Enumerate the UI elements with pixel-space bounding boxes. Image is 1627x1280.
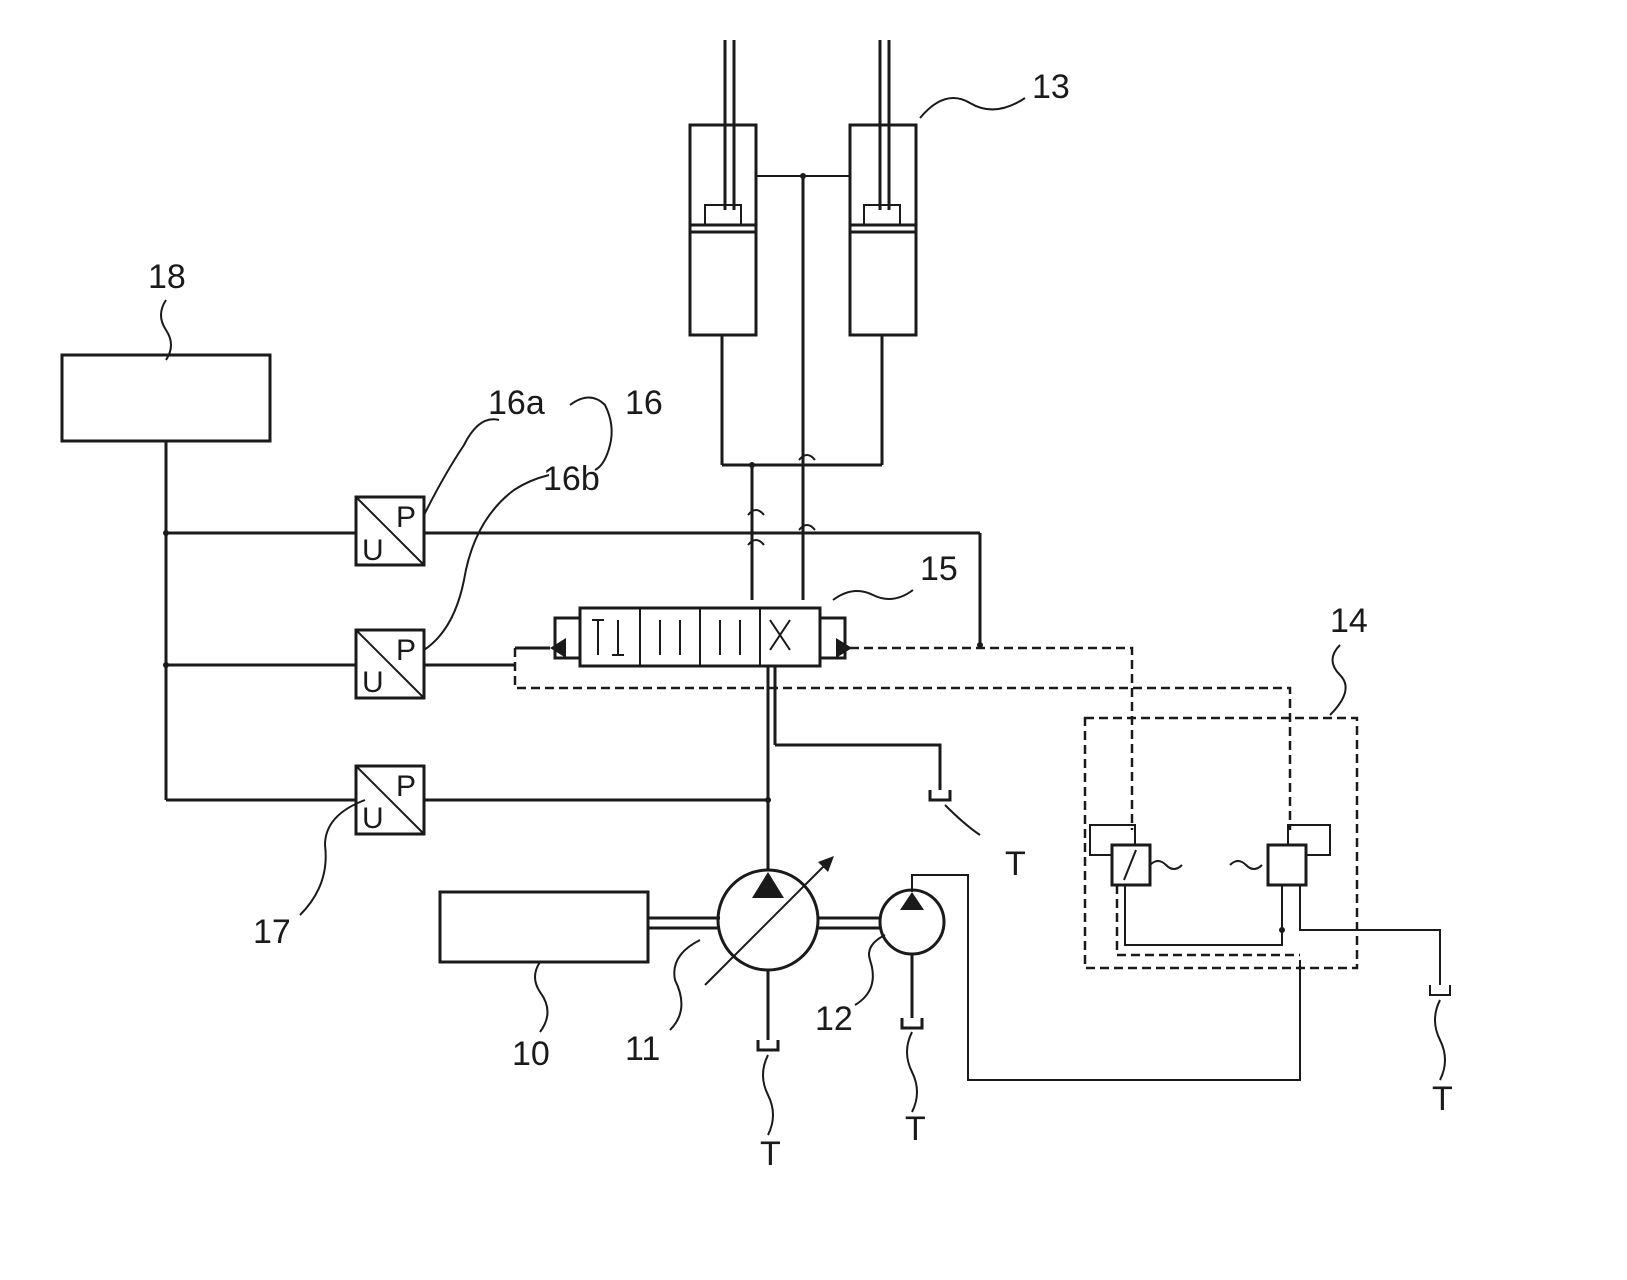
label-pilot-pump: 12 — [815, 1000, 853, 1038]
transducer-16a: P U — [166, 497, 983, 648]
engine-box — [440, 892, 648, 962]
label-relief-block: 14 — [1330, 602, 1368, 640]
lift-cylinders — [690, 40, 916, 600]
symbol-p: P — [396, 634, 416, 667]
label-controller: 18 — [148, 258, 186, 296]
label-engine: 10 — [512, 1035, 550, 1073]
right-cylinder — [850, 125, 916, 335]
tank-label: T — [1005, 845, 1026, 883]
pilot-pump — [880, 875, 1300, 1080]
tank-label-pilot-pump: T — [905, 1110, 926, 1148]
symbol-u: U — [362, 802, 384, 835]
symbol-u: U — [362, 666, 384, 699]
label-sensor-group: 16 — [625, 384, 663, 422]
relief-valve-block — [1085, 718, 1450, 995]
label-main-pump: 11 — [625, 1030, 660, 1068]
label-sensor-b: 16b — [543, 460, 600, 498]
label-pressure-sensor: 17 — [253, 913, 291, 951]
left-cylinder — [690, 125, 756, 335]
transducer-16b: P U — [166, 630, 515, 699]
symbol-p: P — [396, 770, 416, 803]
symbol-u: U — [362, 534, 384, 567]
transducer-17: P U — [166, 766, 771, 835]
symbol-p: P — [396, 501, 416, 534]
controller-box — [62, 355, 270, 441]
tank-label-main-pump: T — [760, 1135, 781, 1173]
tank-label-relief: T — [1432, 1080, 1453, 1118]
label-cylinders: 13 — [1032, 68, 1070, 106]
label-control-valve: 15 — [920, 550, 958, 588]
label-sensor-a: 16a — [488, 384, 545, 422]
